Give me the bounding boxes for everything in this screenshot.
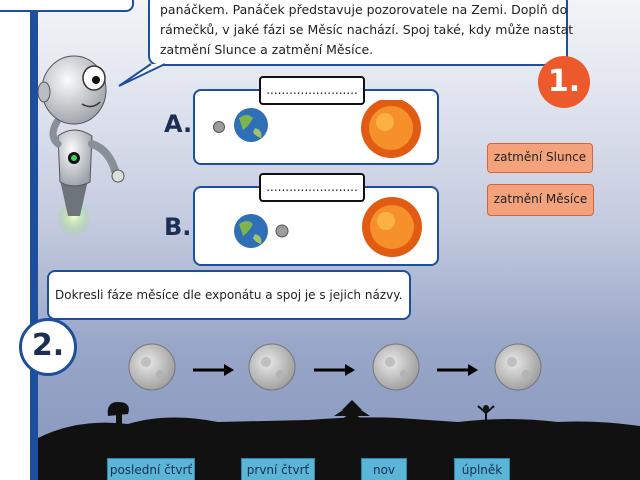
observer-figure-icon — [477, 405, 495, 433]
task-number-badge-2: 2. — [19, 318, 77, 376]
earth-icon — [234, 214, 268, 248]
speech-line: rámečků, v jaké fázi se Měsíc nachází. S… — [160, 22, 574, 37]
speech-line: zatmění Slunce a zatmění Měsíce. — [160, 42, 374, 57]
speech-text: panáčkem. Panáček představuje pozorovate… — [160, 0, 574, 60]
scene-a-answer-box[interactable]: ........................ — [259, 76, 365, 105]
frame-border — [30, 0, 38, 480]
scene-b-answer-box[interactable]: ........................ — [259, 173, 365, 202]
pagoda-tree-icon — [334, 400, 370, 422]
sun-icon — [362, 197, 422, 257]
moon-phase-1-icon[interactable] — [128, 343, 176, 391]
robot-mascot-icon — [37, 55, 125, 238]
sun-icon — [361, 100, 421, 158]
speech-bubble — [148, 0, 568, 66]
scene-a-illustration — [213, 100, 421, 158]
arrow-icon — [314, 364, 355, 376]
moon-icon — [275, 224, 289, 238]
earth-icon — [234, 108, 268, 142]
phase-label-nov[interactable]: nov — [361, 458, 407, 480]
tree-icon — [107, 402, 129, 430]
moon-phases-row — [128, 343, 542, 391]
moon-phase-3-icon[interactable] — [372, 343, 420, 391]
scene-b-letter: B. — [164, 213, 192, 241]
moon-phase-2-icon[interactable] — [248, 343, 296, 391]
phase-label-prvni-ctvrt[interactable]: první čtvrť — [241, 458, 315, 480]
option-zatmeni-slunce[interactable]: zatmění Slunce — [487, 143, 593, 173]
speech-line: panáčkem. Panáček představuje pozorovate… — [160, 2, 568, 17]
task-number-badge-1: 1. — [538, 56, 590, 108]
moon-phase-4-icon[interactable] — [494, 343, 542, 391]
scene-b-illustration — [234, 197, 422, 257]
arrow-icon — [193, 364, 234, 376]
instruction-text: Dokresli fáze měsíce dle exponátu a spoj… — [55, 288, 403, 302]
top-left-bubble — [0, 0, 134, 12]
instruction-box — [47, 270, 411, 320]
speech-bubble-tail — [118, 63, 166, 87]
scene-a-letter: A. — [164, 110, 193, 138]
arrow-icon — [437, 364, 478, 376]
phase-label-uplnek[interactable]: úplněk — [454, 458, 510, 480]
option-zatmeni-mesice[interactable]: zatmění Měsíce — [487, 184, 594, 216]
moon-icon — [213, 121, 225, 133]
phase-label-posledni-ctvrt[interactable]: poslední čtvrť — [107, 458, 195, 480]
